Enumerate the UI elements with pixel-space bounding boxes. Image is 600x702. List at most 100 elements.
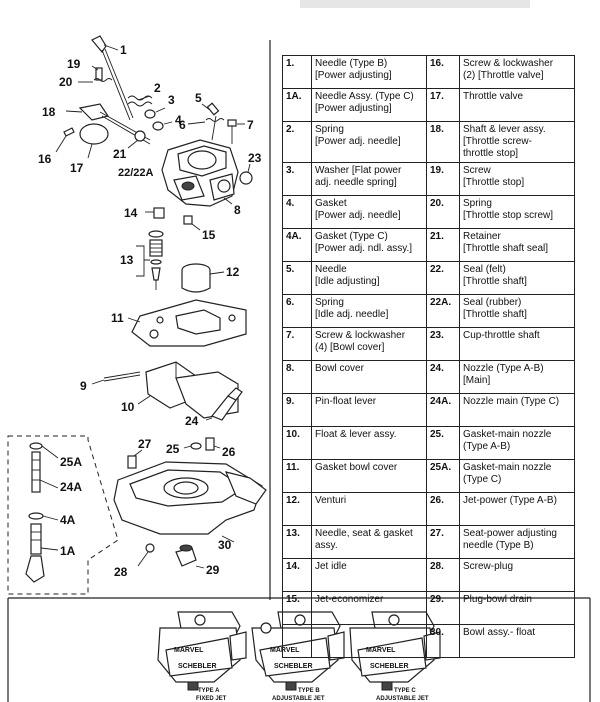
part-description-text: Shaft & lever assy. [Throttle screw- thr… [463,124,546,159]
part-code-text: 24. [430,363,444,374]
part-19-screw [91,65,103,81]
part-description: Bowl cover [311,360,427,394]
callout-16: 16 [38,152,52,166]
part-code: 4A. [282,228,312,262]
part-code: 2. [282,121,312,163]
callout-24A: 24A [60,480,82,494]
part-6-spring [187,115,225,141]
part-description: Spring [Throttle stop screw] [459,195,575,229]
part-description: Shaft & lever assy. [Throttle screw- thr… [459,121,575,163]
part-description-text: Screw & lockwasher (4) [Bowl cover] [315,330,406,353]
part-code-text: 20. [430,198,444,209]
type-c-inset [7,435,119,595]
part-14-jet-idle [145,207,165,219]
part-description: Gasket bowl cover [311,459,427,493]
part-21-retainer [127,130,146,149]
callout-20: 20 [59,75,73,89]
callout-12: 12 [226,265,240,279]
part-code-text: 27. [430,528,444,539]
part-code: 15. [282,591,312,625]
part-description-text: Throttle valve [463,91,524,102]
callout-22: 22/22A [118,167,154,179]
type-a-brand-bottom: SCHEBLER [178,663,217,670]
callout-23: 23 [248,151,262,165]
part-30-bowl [113,461,267,543]
part-description: Jet idle [311,558,427,592]
type-c-brand-bottom: SCHEBLER [370,663,409,670]
part-code-text: 3. [286,165,295,176]
part-description-text: Spring [Idle adj. needle] [315,297,389,320]
part-code-text: 13. [286,528,300,539]
part-description: Bowl assy.- float [459,624,575,658]
parts-row: 4A.Gasket (Type C) [Power adj. ndl. assy… [282,228,575,262]
part-code: 9. [282,393,312,427]
part-code-text: 19. [430,165,444,176]
part-15-jet-economizer [183,215,201,231]
part-code-text: 8. [286,363,295,374]
part-description-text: Jet-power (Type A-B) [463,495,557,506]
part-23-cup [239,163,253,185]
part-code: 23. [426,327,460,361]
parts-row: 2. Spring [Power adj. needle]18.Shaft & l… [282,121,575,163]
callout-1A: 1A [60,544,76,558]
callout-6: 6 [179,118,186,132]
part-code-text: 26. [430,495,444,506]
part-12-venturi [181,263,225,293]
part-description: Screw & lockwasher (4) [Bowl cover] [311,327,427,361]
part-description-text: Cup-throttle shaft [463,330,540,341]
part-5-idle-needle [201,102,220,116]
part-description: Gasket [Power adj. needle] [311,195,427,229]
parts-row: 10.Float & lever assy.25.Gasket-main noz… [282,426,575,460]
part-code: 7. [282,327,312,361]
part-code: 21. [426,228,460,262]
part-code: 24. [426,360,460,394]
part-description-text: Nozzle main (Type C) [463,396,560,407]
callout-25A: 25A [60,455,82,469]
part-description-text: Screw & lockwasher (2) [Throttle valve] [463,58,554,81]
part-description: Jet-power (Type A-B) [459,492,575,526]
parts-row: 4. Gasket [Power adj. needle] 20. Spring [T… [282,195,575,229]
part-description-text: Bowl assy.- float [463,627,536,638]
part-code: 17. [426,88,460,122]
part-code: 1. [282,55,312,89]
part-27-seat [127,449,143,469]
part-description-text: Float & lever assy. [315,429,397,440]
part-description-text: Pin-float lever [315,396,377,407]
callout-15: 15 [202,228,216,242]
part-code: 27. [426,525,460,559]
parts-row: 3. Washer [Flat power adj. needle spring]… [282,162,575,196]
part-description: Spring [Power adj. needle] [311,121,427,163]
part-code-text: 4. [286,198,295,209]
part-1-needle [91,35,134,121]
part-code-text: 6. [286,297,295,308]
part-code: 22A. [426,294,460,328]
part-code-text: 2. [286,124,295,135]
part-description: Seal (rubber) [Throttle shaft] [459,294,575,328]
type-c-jet-line: ADJUSTABLE JET [376,696,429,702]
part-code: 18. [426,121,460,163]
part-code-text: 23. [430,330,444,341]
part-description-text: Gasket [Power adj. needle] [315,198,401,221]
part-code: 25. [426,426,460,460]
part-code: 4. [282,195,312,229]
part-code: 22. [426,261,460,295]
part-code: 3. [282,162,312,196]
callout-14: 14 [124,206,138,220]
callout-18: 18 [42,105,56,119]
callout-9: 9 [80,379,87,393]
part-description-text: Retainer [Throttle shaft seal] [463,231,549,254]
part-code: 14. [282,558,312,592]
part-description: Pin-float lever [311,393,427,427]
type-b-jet-line: ADJUSTABLE JET [272,696,325,702]
part-20-spring [78,78,113,83]
callout-11: 11 [111,311,124,325]
part-description-text: Venturi [315,495,347,506]
callout-13: 13 [120,253,134,267]
part-description: Gasket-main nozzle (Type C) [459,459,575,493]
part-description: Washer [Flat power adj. needle spring] [311,162,427,196]
part-description-text: Needle [Idle adjusting] [315,264,380,287]
part-description: Jet-economizer [311,591,427,625]
